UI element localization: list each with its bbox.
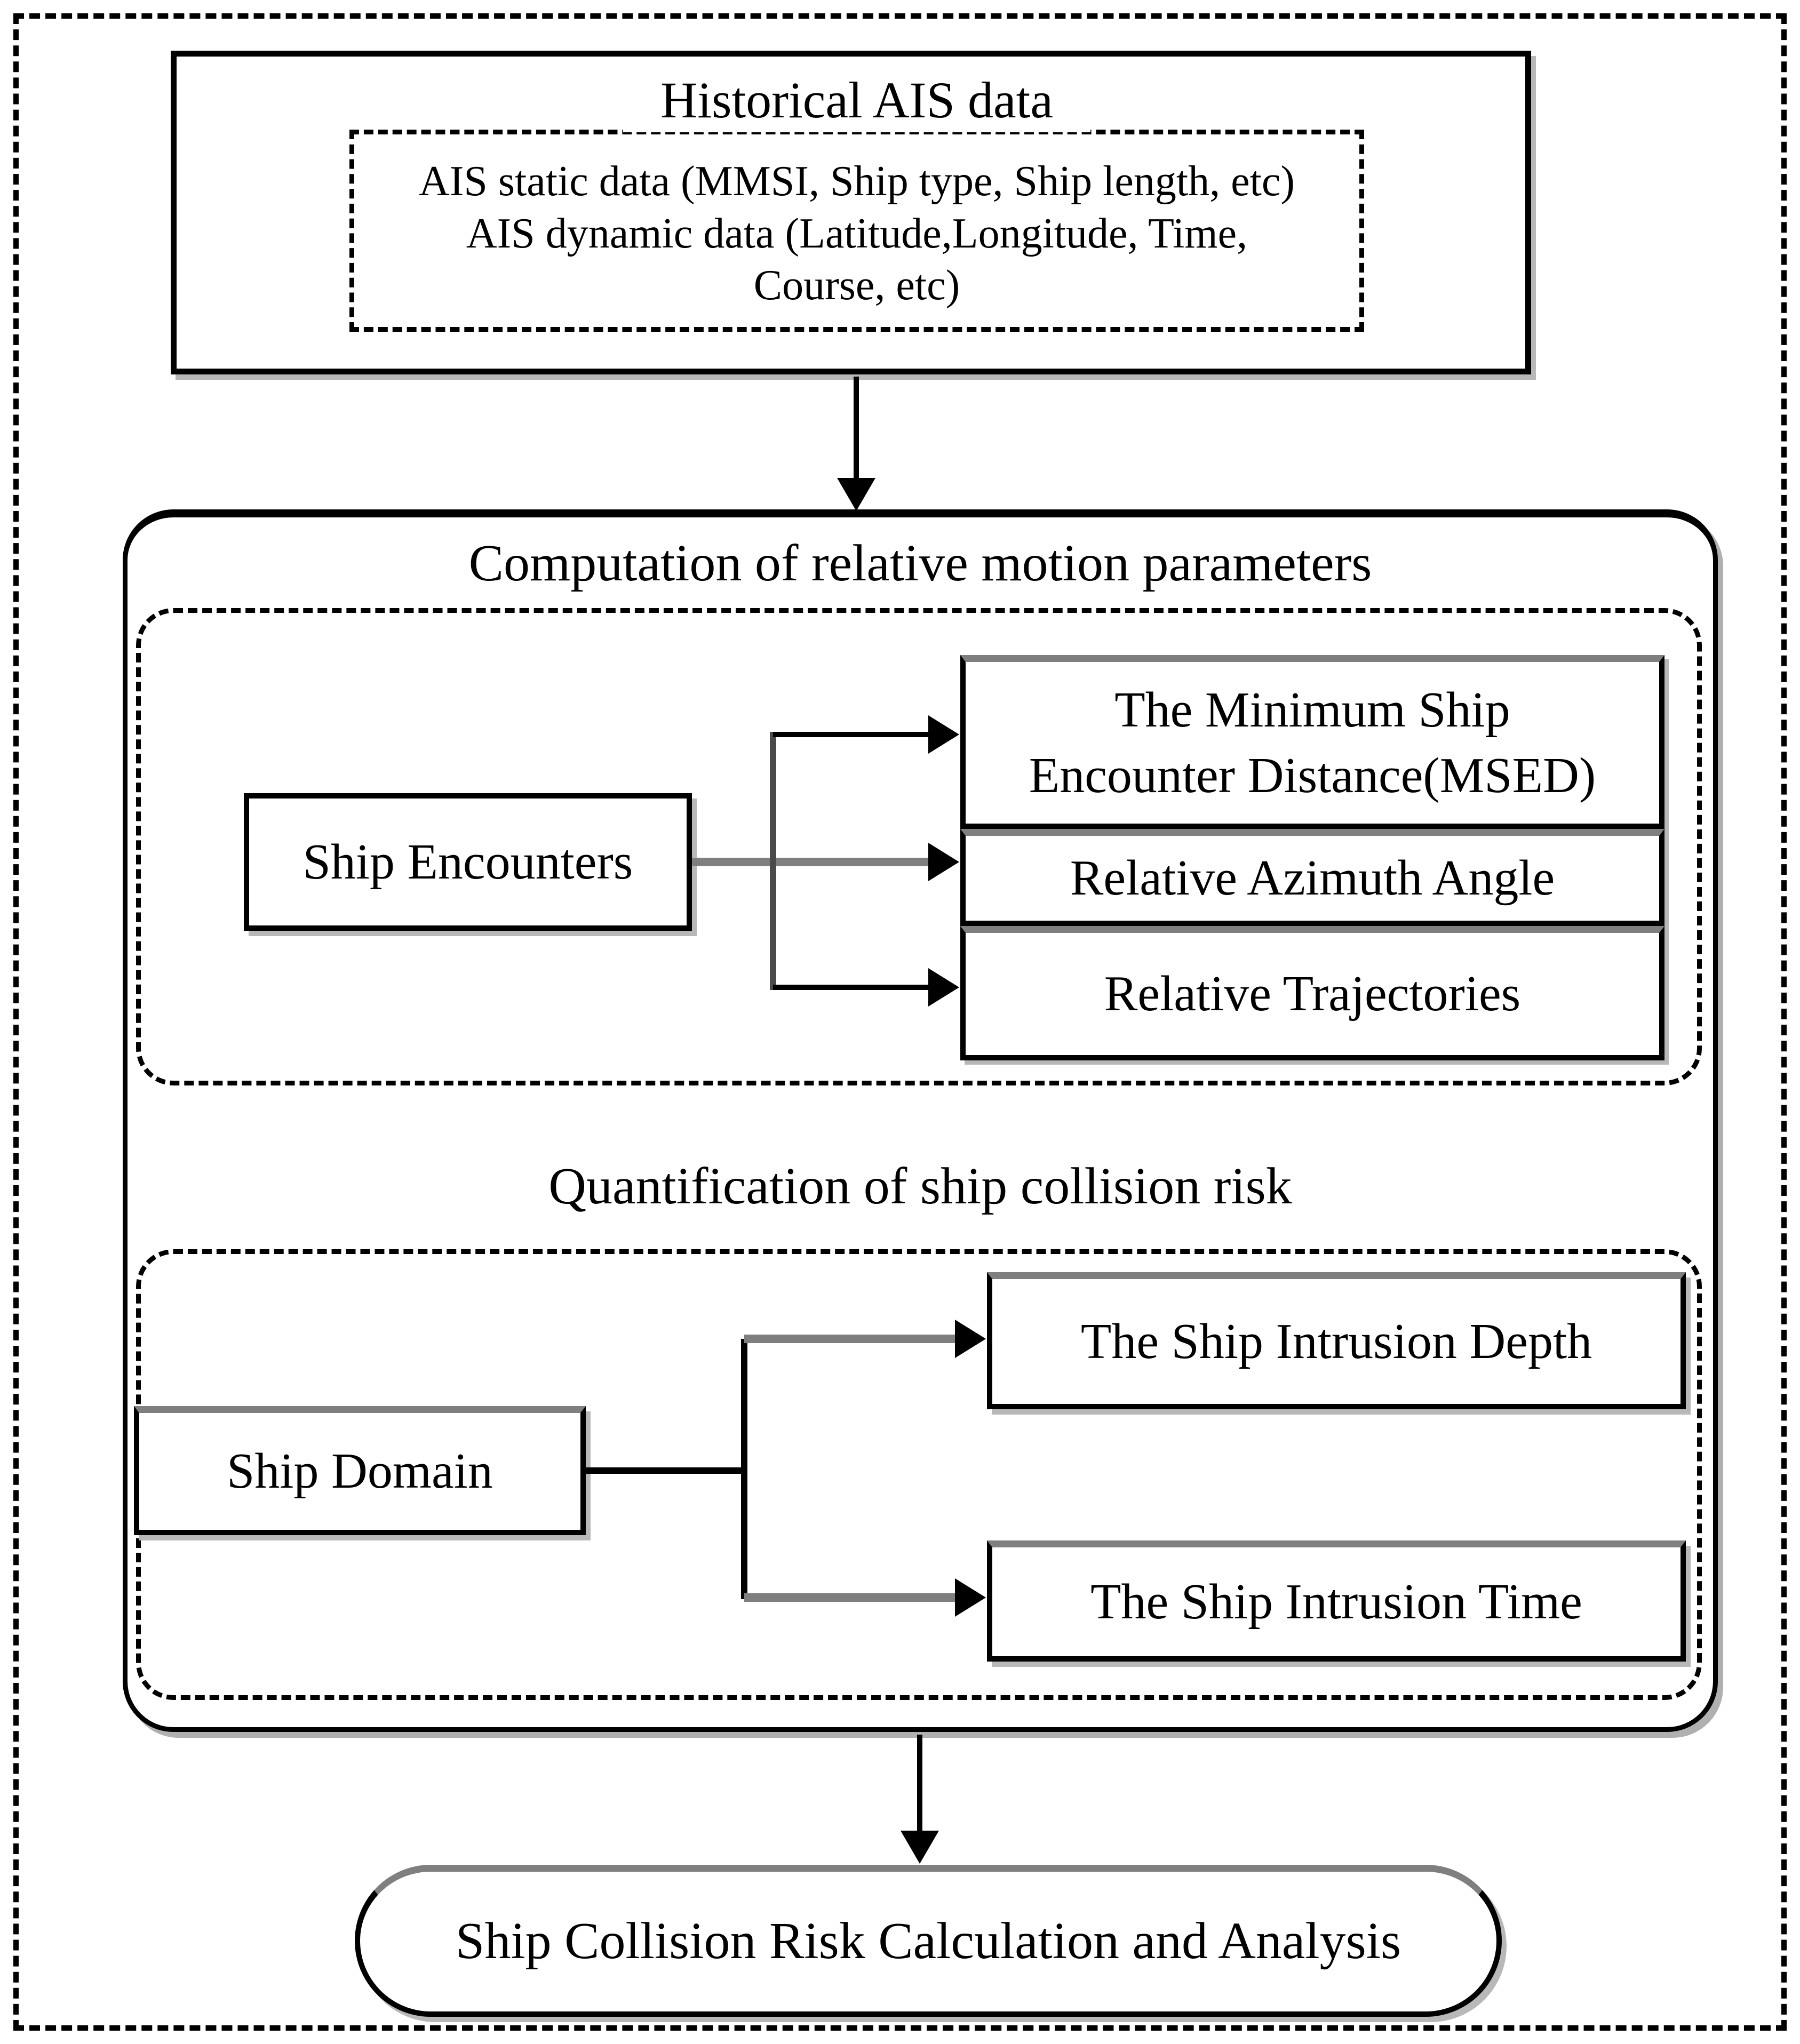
intrusion-time-box: The Ship Intrusion Time [987,1540,1686,1662]
ais-dynamic-line-2: Course, etc) [753,262,960,309]
ais-data-lines: AIS static data (MMSI, Ship type, Ship l… [363,156,1351,312]
quantification-title: Quantification of ship collision risk [548,1157,1292,1215]
result-stadium: Ship Collision Risk Calculation and Anal… [355,1865,1502,2017]
intrusion-time-label: The Ship Intrusion Time [1090,1574,1582,1630]
ais-static-line: AIS static data (MMSI, Ship type, Ship l… [418,158,1295,205]
msed-box: The Minimum Ship Encounter Distance(MSED… [960,655,1664,829]
trajectories-box: Relative Trajectories [960,926,1664,1060]
azimuth-angle-box: Relative Azimuth Angle [960,829,1664,926]
computation-dotted-group [136,608,1702,1085]
trajectories-label: Relative Trajectories [1104,966,1521,1022]
ship-domain-box: Ship Domain [134,1406,586,1535]
historical-title-wrap: Historical AIS data [349,68,1364,132]
computation-title: Computation of relative motion parameter… [468,534,1372,592]
ais-dynamic-line: AIS dynamic data (Latitude,Longitude, Ti… [466,210,1248,257]
intrusion-depth-label: The Ship Intrusion Depth [1080,1313,1592,1369]
historical-title: Historical AIS data [623,68,1090,132]
ship-domain-label: Ship Domain [227,1443,493,1499]
result-label: Ship Collision Risk Calculation and Anal… [455,1912,1401,1970]
msed-label-line1: The Minimum Ship [1114,682,1510,738]
intrusion-depth-box: The Ship Intrusion Depth [987,1272,1686,1409]
msed-label-line2: Encounter Distance(MSED) [1029,747,1596,803]
ship-encounters-box: Ship Encounters [244,793,692,931]
ship-encounters-label: Ship Encounters [302,834,633,890]
azimuth-angle-label: Relative Azimuth Angle [1070,850,1555,906]
outer-dotted-border [13,13,1787,2031]
